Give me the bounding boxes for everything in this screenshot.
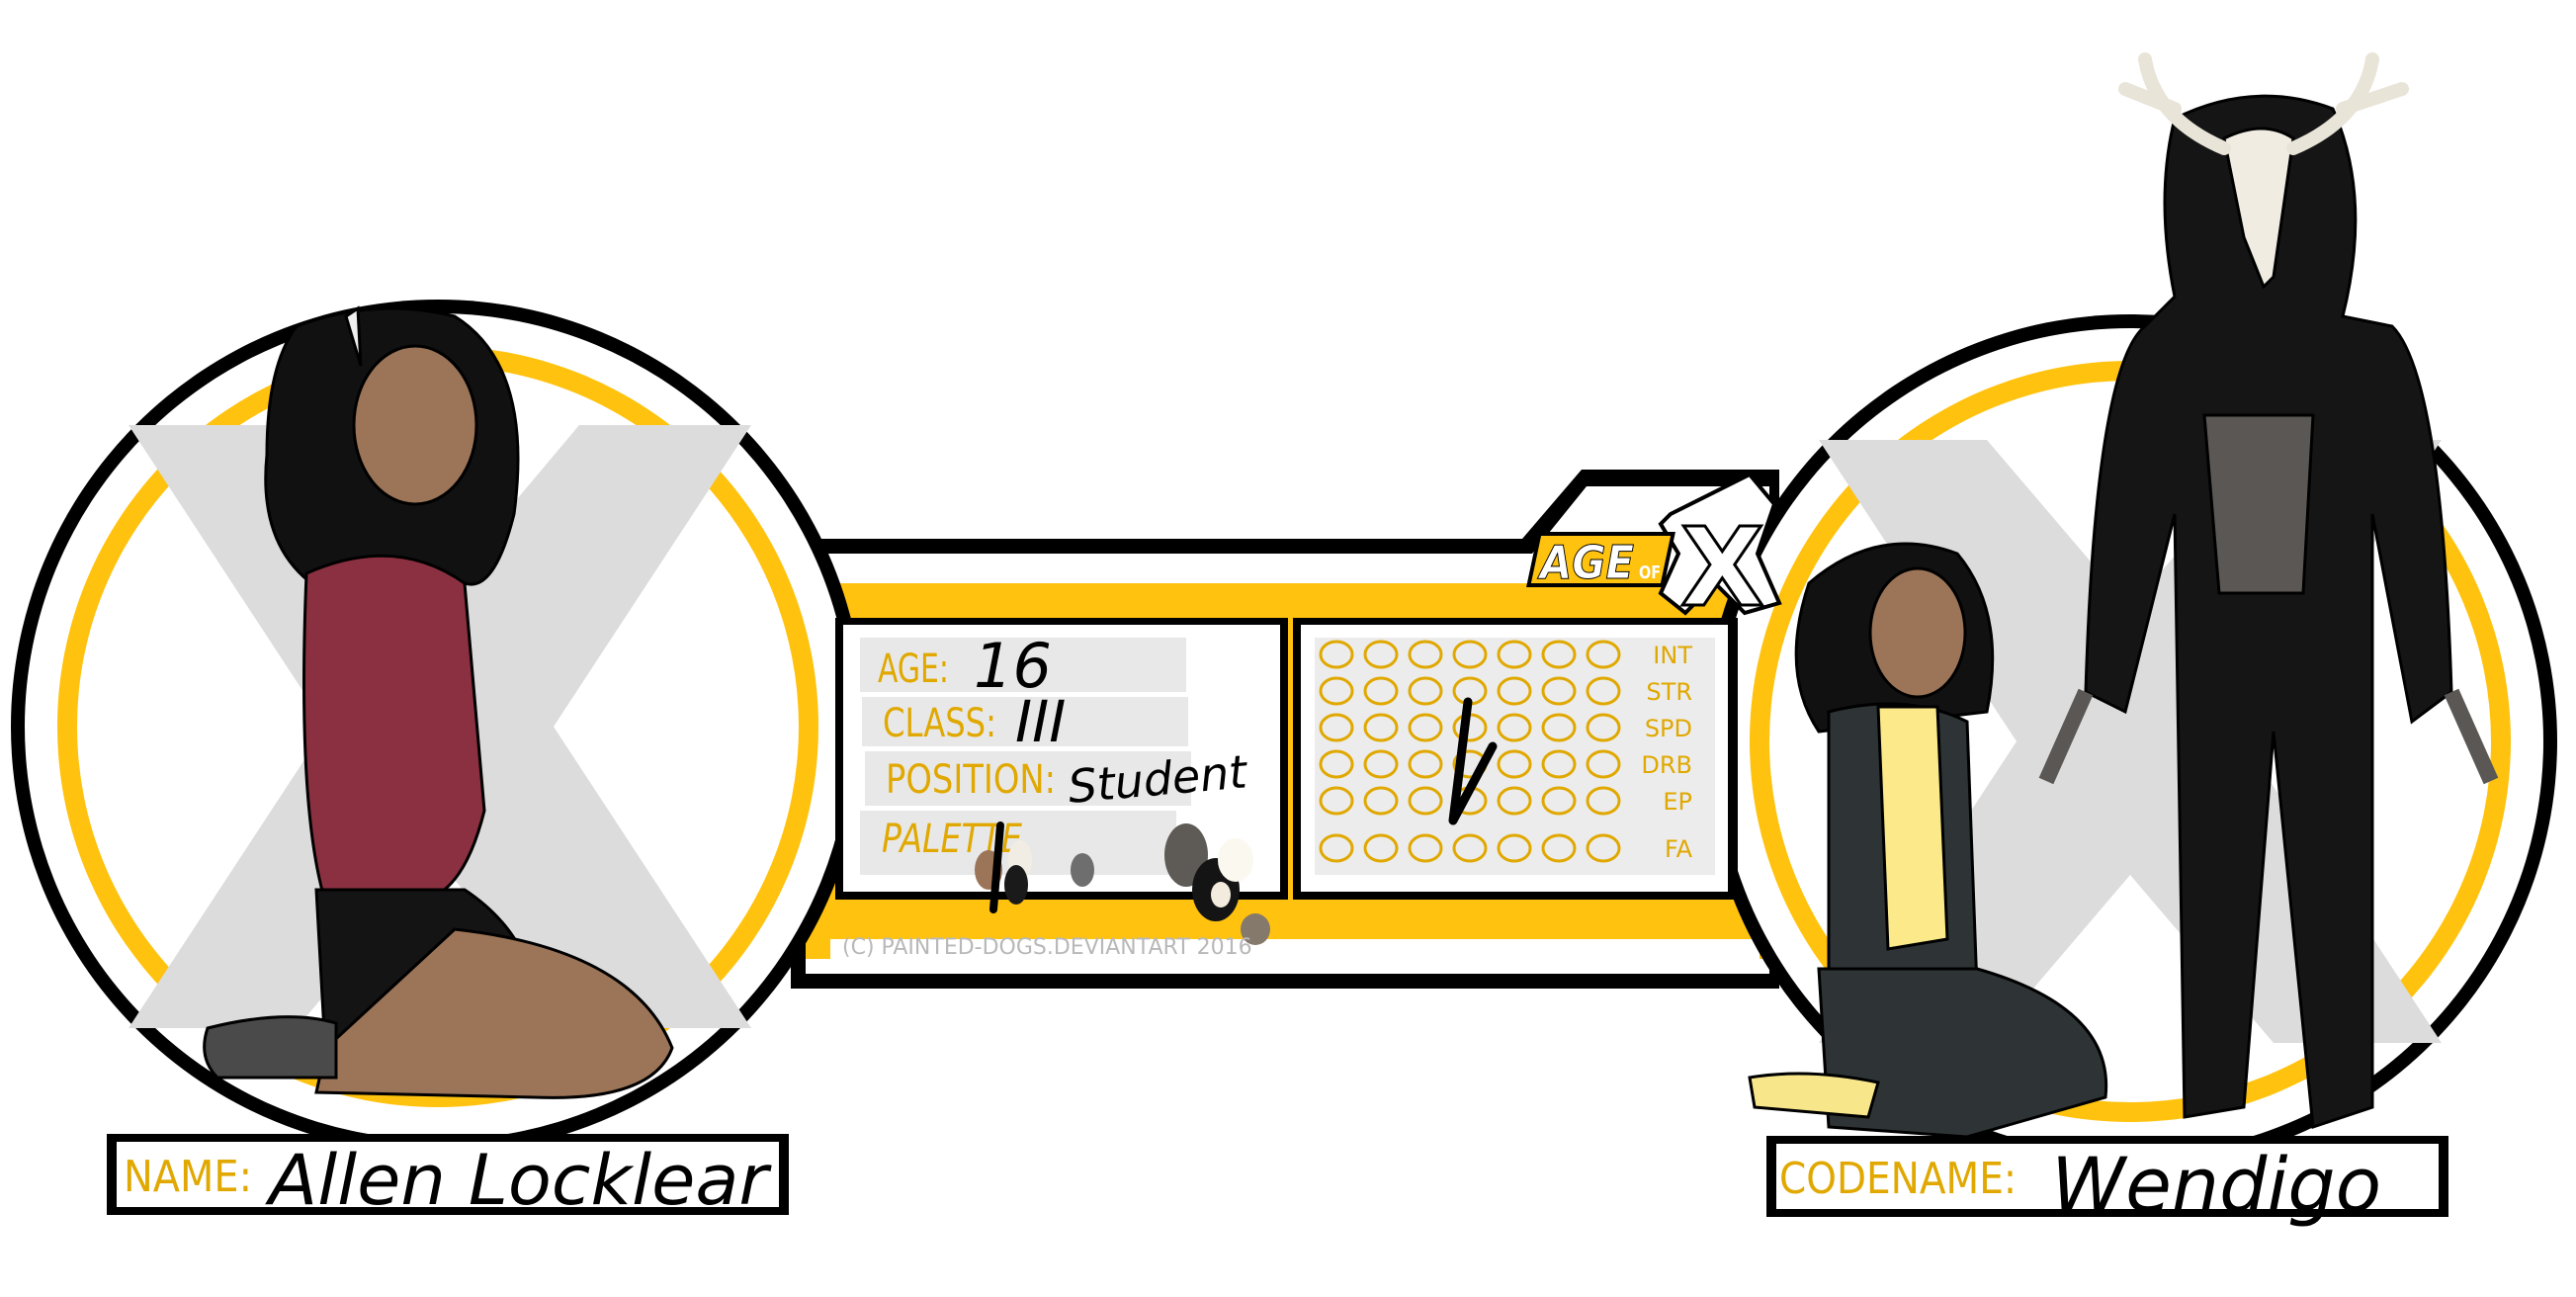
codename-label: CODENAME: (1779, 1154, 2017, 1204)
name-label: NAME: (124, 1152, 252, 1202)
stat-pip-ep (1408, 786, 1443, 816)
stat-pip-spd (1497, 713, 1532, 742)
stats-panel: INT STR SPD DRB EP FA (1293, 618, 1738, 900)
stat-label-str: STR (1646, 678, 1692, 706)
stat-pip-int (1363, 640, 1399, 669)
stat-pip-spd (1319, 713, 1354, 742)
stat-pip-int (1497, 640, 1532, 669)
codename-value: Wendigo (2051, 1141, 2381, 1229)
stat-pip-fa (1497, 833, 1532, 863)
palette-swatch (1004, 865, 1028, 905)
stat-pip-drb (1363, 749, 1399, 779)
stat-pip-drb (1319, 749, 1354, 779)
stat-pip-str (1541, 676, 1577, 706)
arrow-down-drawing (1448, 697, 1498, 825)
stat-pip-fa (1452, 833, 1488, 863)
info-panel: AGE: 16 CLASS: III POSITION: Student PAL… (835, 618, 1288, 945)
stat-label-drb: DRB (1641, 751, 1692, 779)
class-value: III (1015, 688, 1066, 755)
position-label: POSITION: (886, 757, 1056, 803)
stat-label-int: INT (1653, 642, 1692, 669)
stat-pip-fa (1586, 833, 1621, 863)
palette-swatch (1241, 913, 1270, 945)
stat-pip-ep (1497, 786, 1532, 816)
character-allen-illustration (203, 305, 674, 1099)
age-value: 16 (974, 630, 1052, 702)
character-wendigo-creature (2038, 52, 2499, 1130)
svg-text:X: X (1680, 504, 1764, 631)
palette-swatch (1218, 838, 1253, 882)
character-wendigo-human-form (1748, 542, 2108, 1139)
stat-pip-fa (1408, 833, 1443, 863)
stat-pip-spd (1363, 713, 1399, 742)
age-label: AGE: (878, 647, 949, 692)
stat-pip-drb (1586, 749, 1621, 779)
stat-pip-str (1363, 676, 1399, 706)
name-value: Allen Locklear (265, 1140, 772, 1221)
stat-pip-drb (1541, 749, 1577, 779)
palette-swatch (1071, 853, 1094, 887)
stat-pip-fa (1319, 833, 1354, 863)
stat-pip-int (1586, 640, 1621, 669)
stat-pip-str (1497, 676, 1532, 706)
class-label: CLASS: (883, 701, 996, 746)
palette-swatches (975, 823, 1270, 945)
stat-pip-ep (1319, 786, 1354, 816)
stat-pip-spd (1541, 713, 1577, 742)
stat-pip-str (1586, 676, 1621, 706)
stat-pip-ep (1586, 786, 1621, 816)
stat-pip-drb (1408, 749, 1443, 779)
codename-box: CODENAME: Wendigo (1766, 1136, 2448, 1229)
copyright: (C) PAINTED-DOGS.DEVIANTART 2016 (842, 935, 1252, 960)
stat-pip-int (1541, 640, 1577, 669)
stat-pip-int (1408, 640, 1443, 669)
name-box: NAME: Allen Locklear (107, 1134, 789, 1221)
stat-pip-str (1408, 676, 1443, 706)
stat-pip-int (1319, 640, 1354, 669)
stat-pip-fa (1541, 833, 1577, 863)
stat-pip-spd (1586, 713, 1621, 742)
stat-label-spd: SPD (1645, 715, 1692, 742)
palette-swatch (1211, 882, 1231, 908)
stat-label-fa: FA (1665, 835, 1693, 863)
stat-pip-ep (1363, 786, 1399, 816)
age-of-x-logo: AGE OF X (1526, 472, 1782, 633)
stat-pip-int (1452, 640, 1488, 669)
stat-pip-fa (1363, 833, 1399, 863)
stat-pip-str (1319, 676, 1354, 706)
stat-pip-spd (1408, 713, 1443, 742)
stat-pip-ep (1541, 786, 1577, 816)
stat-pip-drb (1497, 749, 1532, 779)
svg-text:OF: OF (1639, 562, 1661, 583)
stat-label-ep: EP (1663, 788, 1692, 816)
svg-text:AGE: AGE (1537, 536, 1634, 589)
